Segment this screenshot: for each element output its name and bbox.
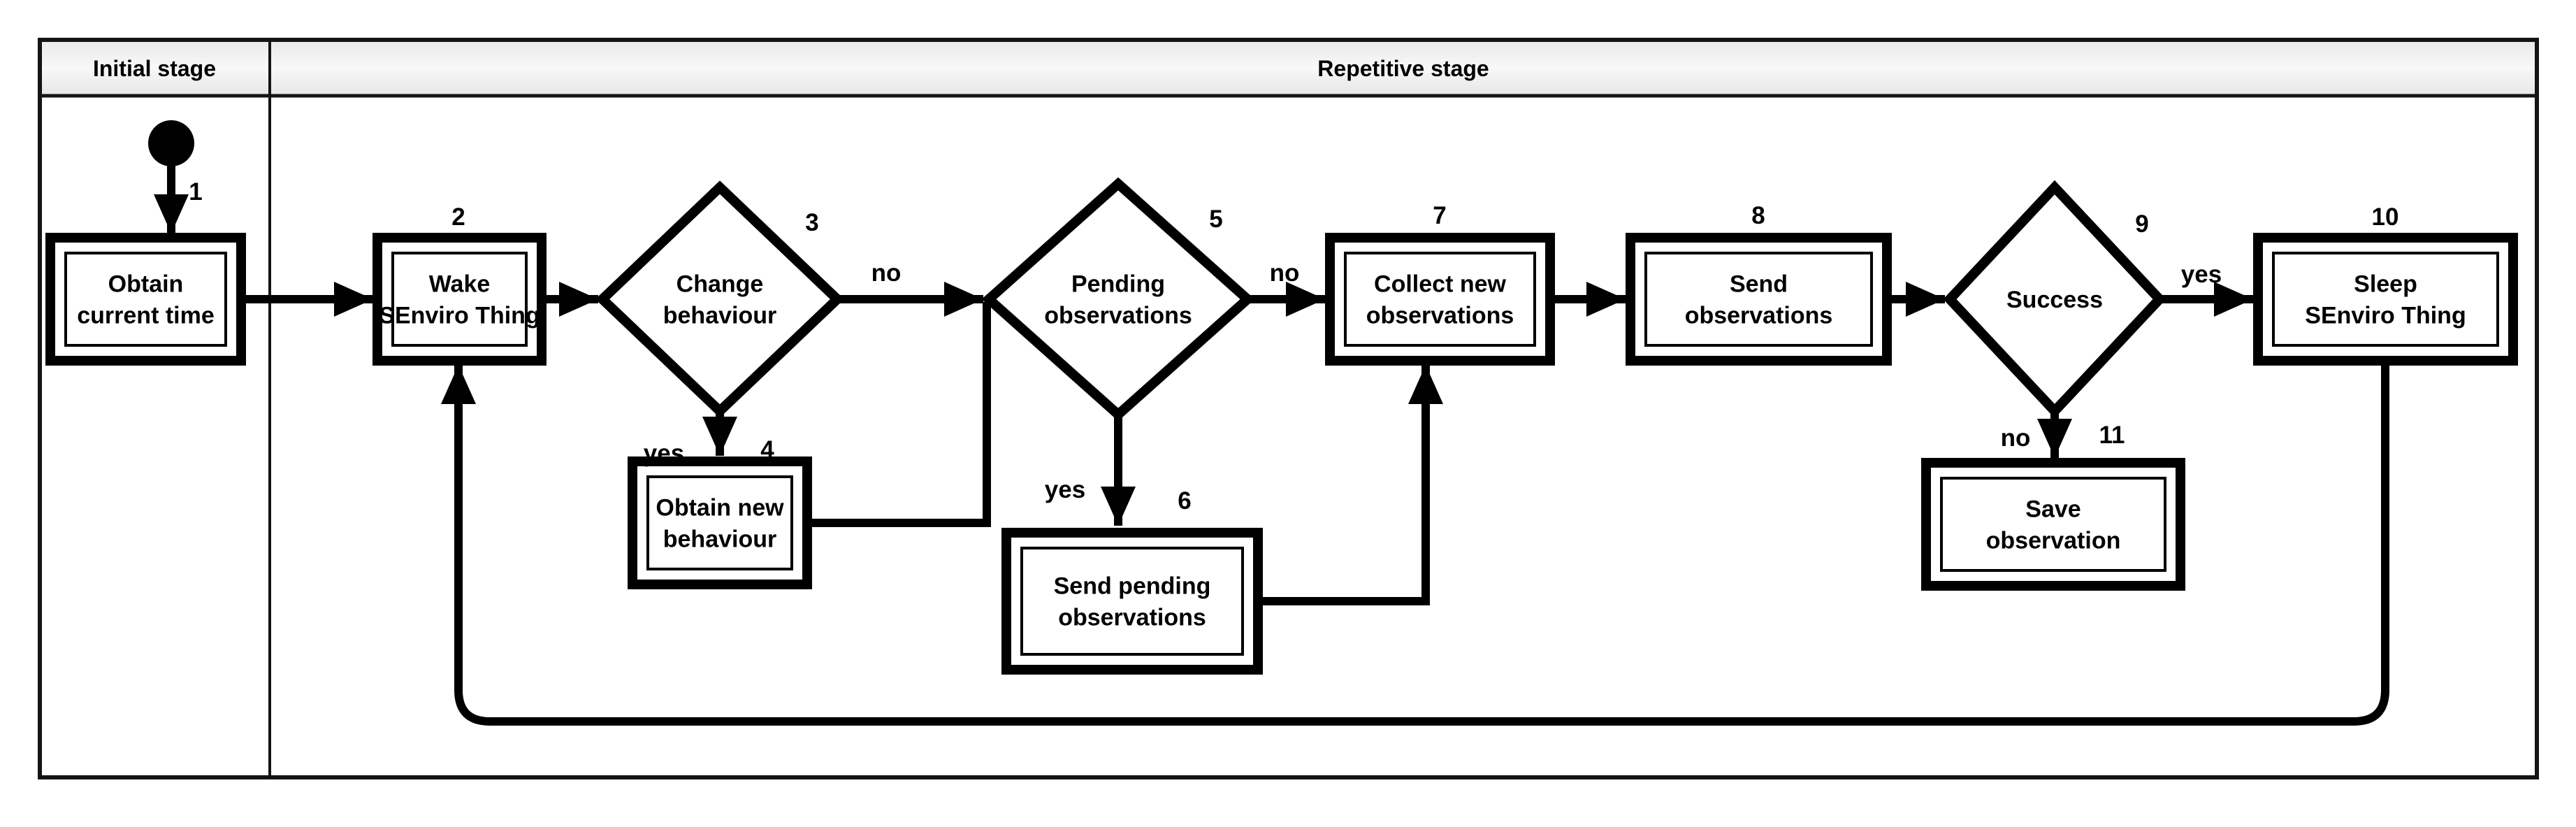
edge-start-to-obtain-current-time-arrowhead — [154, 194, 189, 233]
edge-wake-to-change-behaviour-arrowhead — [559, 282, 598, 317]
node-save-observation-label: Save — [2025, 496, 2081, 523]
node-obtain-current-time-label: Obtain — [108, 271, 184, 298]
step-number-6: 6 — [1178, 487, 1191, 515]
node-send-pending-observations: Send pending observations — [1001, 528, 1263, 675]
lane-title-initial-stage: Initial stage — [93, 56, 216, 81]
edge-pending-observations-no-arrowhead — [1286, 282, 1325, 317]
node-obtain-current-time-label: current time — [77, 303, 215, 329]
step-number-11: 11 — [2099, 422, 2125, 449]
node-collect-new-observations: Collect new observations — [1325, 233, 1555, 366]
node-send-pending-observations-label: Send pending — [1054, 573, 1211, 600]
node-wake-senviro-thing-label: SEnviro Thing — [379, 303, 540, 329]
edge-send-observations-to-success-arrowhead — [1906, 282, 1945, 317]
diagram-frame — [38, 38, 2539, 779]
node-success: Success — [1943, 180, 2166, 419]
node-send-observations-label: Send — [1730, 271, 1788, 298]
node-pending-observations-label: observations — [1044, 303, 1192, 329]
step-number-8: 8 — [1751, 202, 1765, 229]
node-collect-new-observations-label: observations — [1366, 303, 1514, 329]
lane-header-band — [38, 38, 2539, 98]
edge-pending-observations-yes-arrowhead — [1101, 487, 1136, 526]
edge-label-no-change-behaviour: no — [871, 259, 902, 287]
node-collect-new-observations-label: Collect new — [1374, 271, 1506, 298]
edge-label-no-pending-observations: no — [1270, 259, 1300, 287]
lane-title-repetitive-stage: Repetitive stage — [1317, 56, 1489, 81]
edge-label-yes-change-behaviour: yes — [644, 440, 684, 467]
edge-success-no-arrowhead — [2037, 419, 2072, 458]
node-change-behaviour-label: Change — [676, 271, 764, 298]
node-pending-observations-label: Pending — [1071, 271, 1165, 298]
step-number-7: 7 — [1433, 202, 1446, 229]
edge-sleep-loop-to-wake — [454, 361, 2389, 726]
start-node — [148, 120, 194, 166]
step-number-1: 1 — [189, 178, 202, 206]
edge-collect-to-send-observations-arrowhead — [1586, 282, 1626, 317]
node-send-observations-label: observations — [1685, 303, 1833, 329]
node-pending-observations: Pending observations — [981, 177, 1255, 422]
step-number-9: 9 — [2135, 210, 2148, 238]
node-sleep-senviro-thing-label: Sleep — [2354, 271, 2417, 298]
node-save-observation: Save observation — [1921, 458, 2185, 591]
node-sleep-senviro-thing-label: SEnviro Thing — [2305, 303, 2466, 329]
edge-success-yes-arrowhead — [2214, 282, 2253, 317]
edge-change-behaviour-no-arrowhead — [944, 282, 983, 317]
edge-obtain-new-behaviour-merge — [807, 302, 991, 527]
step-number-4: 4 — [760, 436, 774, 463]
node-obtain-new-behaviour-label: Obtain new — [656, 495, 784, 522]
node-obtain-new-behaviour: Obtain new behaviour — [628, 456, 812, 589]
node-obtain-new-behaviour-label: behaviour — [663, 526, 776, 553]
edge-label-yes-success: yes — [2181, 261, 2222, 288]
edge-label-no-success: no — [2001, 424, 2031, 452]
node-change-behaviour: Change behaviour — [595, 180, 845, 418]
node-send-observations: Send observations — [1626, 233, 1892, 366]
node-change-behaviour-label: behaviour — [663, 303, 776, 329]
step-number-3: 3 — [805, 209, 818, 236]
edge-obtain-current-time-to-wake-arrowhead — [334, 282, 373, 317]
step-number-2: 2 — [451, 203, 465, 231]
edge-send-pending-to-collect — [1258, 365, 1430, 605]
edge-send-pending-to-collect-arrowhead — [1408, 365, 1443, 404]
step-number-10: 10 — [2372, 203, 2399, 231]
step-number-5: 5 — [1209, 206, 1222, 233]
node-wake-senviro-thing-label: Wake — [429, 271, 491, 298]
edge-label-yes-pending-observations: yes — [1045, 476, 1085, 503]
node-obtain-current-time: Obtain current time — [45, 233, 246, 366]
start-circle — [148, 120, 194, 166]
edge-change-behaviour-yes-arrowhead — [702, 417, 737, 456]
edge-sleep-loop-to-wake-arrowhead — [441, 365, 476, 404]
node-send-pending-observations-label: observations — [1058, 605, 1206, 631]
node-save-observation-label: observation — [1986, 528, 2121, 554]
node-success-label: Success — [2006, 287, 2103, 313]
